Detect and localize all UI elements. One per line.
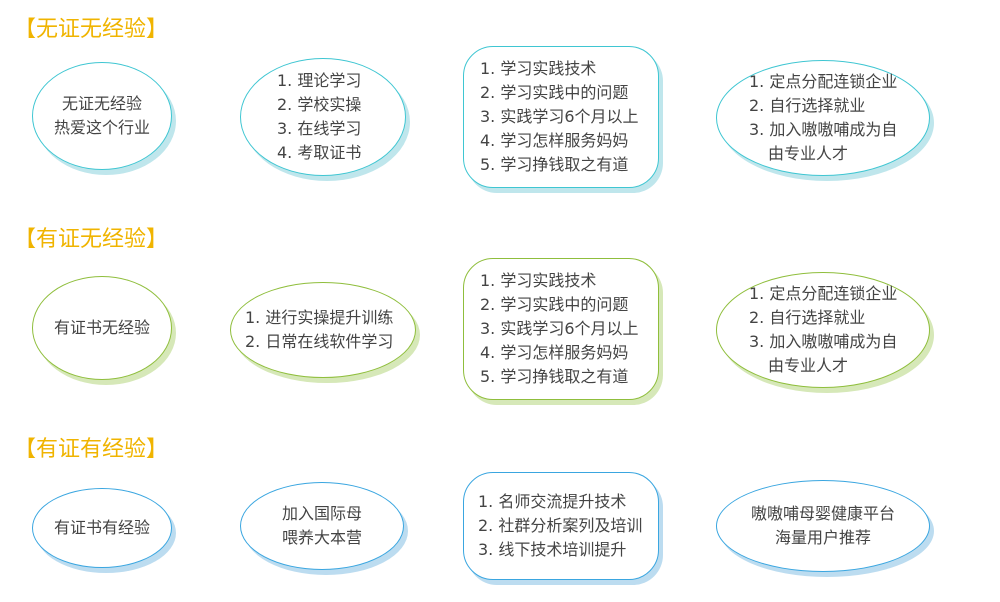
box-line: 加入国际母 [281,504,362,523]
training-box-no-cert-no-exp: 1. 理论学习 2. 学校实操 3. 在线学习 4. 考取证书 [240,58,406,176]
box-line: 4. 考取证书 [277,143,362,162]
box-line: 5. 学习挣钱取之有道 [480,367,629,386]
profile-box-cert-exp: 有证书有经验 [32,488,172,568]
box-line: 3. 实践学习6个月以上 [480,107,639,126]
box-line: 5. 学习挣钱取之有道 [480,155,629,174]
box-line: 3. 线下技术培训提升 [478,540,627,559]
box-line: 4. 学习怎样服务妈妈 [480,343,629,362]
box-line: 1. 进行实操提升训练 [245,308,394,327]
box-line: 2. 日常在线软件学习 [245,332,394,351]
box-line: 2. 自行选择就业 [749,96,866,115]
box-line: 由专业人才 [768,356,849,375]
box-line: 2. 自行选择就业 [749,308,866,327]
profile-box-no-cert-no-exp: 无证无经验 热爱这个行业 [32,62,172,170]
box-line: 3. 在线学习 [277,119,362,138]
box-line: 1. 理论学习 [277,71,362,90]
box-line: 嗷嗷哺母婴健康平台 [750,504,895,523]
box-line: 1. 学习实践技术 [480,59,597,78]
training-box-cert-no-exp: 1. 进行实操提升训练 2. 日常在线软件学习 [230,282,416,378]
box-line: 2. 社群分析案列及培训 [478,516,643,535]
box-line: 热爱这个行业 [53,118,150,137]
practice-box-no-cert-no-exp: 1. 学习实践技术 2. 学习实践中的问题 3. 实践学习6个月以上 4. 学习… [463,46,659,188]
section-title-cert-exp: 【有证有经验】 [14,437,169,462]
box-line: 3. 加入嗷嗷哺成为自 [749,120,898,139]
box-line: 1. 名师交流提升技术 [478,492,627,511]
box-line: 海量用户推荐 [774,528,871,547]
practice-box-cert-exp: 1. 名师交流提升技术 2. 社群分析案列及培训 3. 线下技术培训提升 [463,472,659,580]
box-line: 有证书无经验 [53,318,150,337]
box-line: 无证无经验 [61,94,142,113]
box-line: 喂养大本营 [281,528,362,547]
box-line: 3. 实践学习6个月以上 [480,319,639,338]
box-line: 3. 加入嗷嗷哺成为自 [749,332,898,351]
practice-box-cert-no-exp: 1. 学习实践技术 2. 学习实践中的问题 3. 实践学习6个月以上 4. 学习… [463,258,659,400]
box-line: 2. 学校实操 [277,95,362,114]
box-line: 1. 定点分配连锁企业 [749,72,898,91]
training-box-cert-exp: 加入国际母 喂养大本营 [240,482,404,570]
box-line: 1. 定点分配连锁企业 [749,284,898,303]
outcome-box-cert-exp: 嗷嗷哺母婴健康平台 海量用户推荐 [716,480,930,572]
box-line: 由专业人才 [768,144,849,163]
box-line: 4. 学习怎样服务妈妈 [480,131,629,150]
box-line: 有证书有经验 [53,518,150,537]
box-line: 2. 学习实践中的问题 [480,83,629,102]
outcome-box-cert-no-exp: 1. 定点分配连锁企业 2. 自行选择就业 3. 加入嗷嗷哺成为自 由专业人才 [716,272,930,388]
profile-box-cert-no-exp: 有证书无经验 [32,276,172,380]
outcome-box-no-cert-no-exp: 1. 定点分配连锁企业 2. 自行选择就业 3. 加入嗷嗷哺成为自 由专业人才 [716,60,930,176]
section-title-cert-no-exp: 【有证无经验】 [14,227,169,252]
section-title-no-cert-no-exp: 【无证无经验】 [14,17,169,42]
box-line: 2. 学习实践中的问题 [480,295,629,314]
box-line: 1. 学习实践技术 [480,271,597,290]
